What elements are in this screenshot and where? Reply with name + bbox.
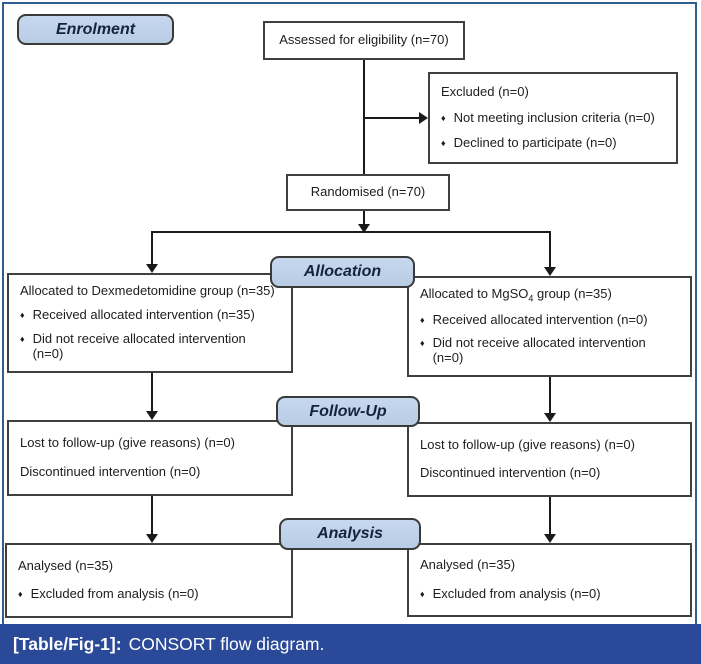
line-alloc-to-followup-left <box>151 373 153 413</box>
bullet-icon: ♦ <box>441 138 446 149</box>
arrowhead-analysis-left <box>146 534 158 543</box>
line-branch-to-alloc-left <box>151 231 153 266</box>
line-randomised-to-branch <box>363 211 365 226</box>
assessed-text: Assessed for eligibility (n=70) <box>279 32 449 48</box>
box-analysis-left: Analysed (n=35) ♦ Excluded from analysis… <box>5 543 293 618</box>
bullet-icon: ♦ <box>420 314 425 325</box>
arrowhead-alloc-right <box>544 267 556 276</box>
analysis-left-title: Analysed (n=35) <box>18 557 114 573</box>
stage-label-allocation: Allocation <box>270 256 415 288</box>
bullet-icon: ♦ <box>420 588 425 599</box>
stage-label-enrolment: Enrolment <box>17 14 174 45</box>
alloc-right-bullet-2: ♦ Did not receive allocated intervention… <box>420 335 646 366</box>
alloc-right-bullet-1: ♦ Received allocated intervention (n=0) <box>420 311 648 327</box>
bullet-icon: ♦ <box>20 334 25 345</box>
arrowhead-alloc-left <box>146 264 158 273</box>
box-assessed: Assessed for eligibility (n=70) <box>263 21 465 60</box>
excluded-bullet-2: ♦ Declined to participate (n=0) <box>441 135 617 151</box>
line-branch-horizontal <box>151 231 551 233</box>
analysis-left-bullet-1: ♦ Excluded from analysis (n=0) <box>18 586 199 602</box>
box-allocation-dexmedetomidine: Allocated to Dexmedetomidine group (n=35… <box>7 273 293 373</box>
bullet-icon: ♦ <box>20 310 25 321</box>
box-analysis-right: Analysed (n=35) ♦ Excluded from analysis… <box>407 543 692 617</box>
alloc-right-title: Allocated to MgSO4 group (n=35) <box>420 285 612 304</box>
followup-right-line-2: Discontinued intervention (n=0) <box>420 465 601 481</box>
line-followup-to-analysis-right <box>549 497 551 536</box>
arrowhead-analysis-right <box>544 534 556 543</box>
line-to-excluded <box>364 117 420 119</box>
bullet-icon: ♦ <box>18 589 23 600</box>
line-followup-to-analysis-left <box>151 496 153 536</box>
box-allocation-mgso4: Allocated to MgSO4 group (n=35) ♦ Receiv… <box>407 276 692 377</box>
stage-label-analysis: Analysis <box>279 518 421 550</box>
analysis-right-bullet-1: ♦ Excluded from analysis (n=0) <box>420 585 601 601</box>
alloc-left-bullet-1: ♦ Received allocated intervention (n=35) <box>20 307 255 323</box>
arrowhead-excluded <box>419 112 428 124</box>
box-followup-right: Lost to follow-up (give reasons) (n=0) D… <box>407 422 692 497</box>
bullet-icon: ♦ <box>420 338 425 349</box>
arrowhead-followup-left <box>146 411 158 420</box>
stage-label-follow-up: Follow-Up <box>276 396 420 427</box>
arrowhead-branch-junction <box>358 224 370 233</box>
excluded-bullet-1: ♦ Not meeting inclusion criteria (n=0) <box>441 109 655 125</box>
caption-text: CONSORT flow diagram. <box>128 633 325 654</box>
randomised-text: Randomised (n=70) <box>310 184 426 200</box>
analysis-right-title: Analysed (n=35) <box>420 557 516 573</box>
arrowhead-followup-right <box>544 413 556 422</box>
caption-label: [Table/Fig-1]: <box>13 633 122 654</box>
box-followup-left: Lost to follow-up (give reasons) (n=0) D… <box>7 420 293 496</box>
box-randomised: Randomised (n=70) <box>286 174 450 211</box>
line-alloc-to-followup-right <box>549 377 551 415</box>
followup-right-line-1: Lost to follow-up (give reasons) (n=0) <box>420 436 635 452</box>
bullet-icon: ♦ <box>441 112 446 123</box>
followup-left-line-1: Lost to follow-up (give reasons) (n=0) <box>20 435 235 451</box>
alloc-left-title: Allocated to Dexmedetomidine group (n=35… <box>20 283 275 299</box>
followup-left-line-2: Discontinued intervention (n=0) <box>20 464 201 479</box>
excluded-title: Excluded (n=0) <box>441 83 529 99</box>
box-excluded: Excluded (n=0) ♦ Not meeting inclusion c… <box>428 72 678 164</box>
alloc-left-bullet-2: ♦ Did not receive allocated intervention… <box>20 331 246 361</box>
figure-caption: [Table/Fig-1]: CONSORT flow diagram. <box>0 624 701 664</box>
line-branch-to-alloc-right <box>549 231 551 269</box>
